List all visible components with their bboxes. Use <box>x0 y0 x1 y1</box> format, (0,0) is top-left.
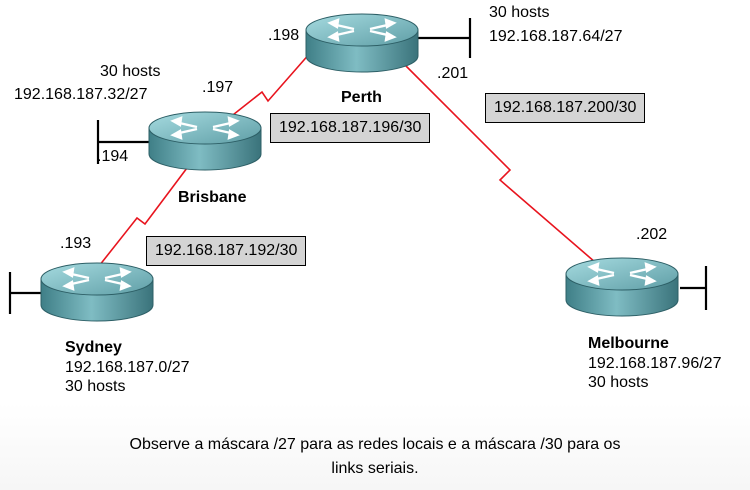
serial-network-perth-melbourne: 192.168.187.200/30 <box>485 93 646 123</box>
perth-serial-ip-brisbane: .198 <box>268 27 300 44</box>
sydney-serial-ip-brisbane: .193 <box>60 235 92 252</box>
router-icon-perth <box>305 13 419 73</box>
perth-serial-ip-melbourne: .201 <box>437 65 469 82</box>
lan-segment-melbourne <box>680 266 708 310</box>
router-name-perth: Perth <box>341 89 382 106</box>
router-name-melbourne: Melbourne <box>588 335 669 352</box>
sydney-lan-network: 192.168.187.0/27 <box>65 359 190 376</box>
melbourne-lan-hosts: 30 hosts <box>588 374 649 391</box>
lan-segment-perth <box>410 18 472 58</box>
perth-lan-hosts: 30 hosts <box>489 4 550 21</box>
melbourne-lan-network: 192.168.187.96/27 <box>588 355 722 372</box>
melbourne-serial-ip-perth: .202 <box>636 226 668 243</box>
router-name-brisbane: Brisbane <box>178 189 247 206</box>
lan-segment-brisbane <box>96 120 150 164</box>
lan-segment-sydney <box>8 272 42 314</box>
sydney-lan-hosts: 30 hosts <box>65 378 126 395</box>
serial-link-perth-melbourne <box>394 54 611 276</box>
caption-background <box>0 403 750 490</box>
router-name-sydney: Sydney <box>65 339 122 356</box>
serial-network-sydney-brisbane: 192.168.187.192/30 <box>146 236 307 266</box>
brisbane-lan-ip: .194 <box>97 148 129 165</box>
router-icon-sydney <box>40 262 154 322</box>
brisbane-serial-ip-perth: .197 <box>202 79 234 96</box>
router-icon-brisbane <box>148 111 262 171</box>
brisbane-lan-hosts: 30 hosts <box>100 63 161 80</box>
perth-lan-network: 192.168.187.64/27 <box>489 28 623 45</box>
router-icon-melbourne <box>565 257 679 317</box>
serial-link-sydney-brisbane <box>79 159 194 291</box>
serial-network-brisbane-perth: 192.168.187.196/30 <box>270 113 431 143</box>
caption: Observe a máscara /27 para as redes loca… <box>0 433 750 481</box>
caption-line-1: Observe a máscara /27 para as redes loca… <box>129 436 621 453</box>
brisbane-lan-network: 192.168.187.32/27 <box>14 86 148 103</box>
caption-line-2: links seriais. <box>331 460 419 477</box>
